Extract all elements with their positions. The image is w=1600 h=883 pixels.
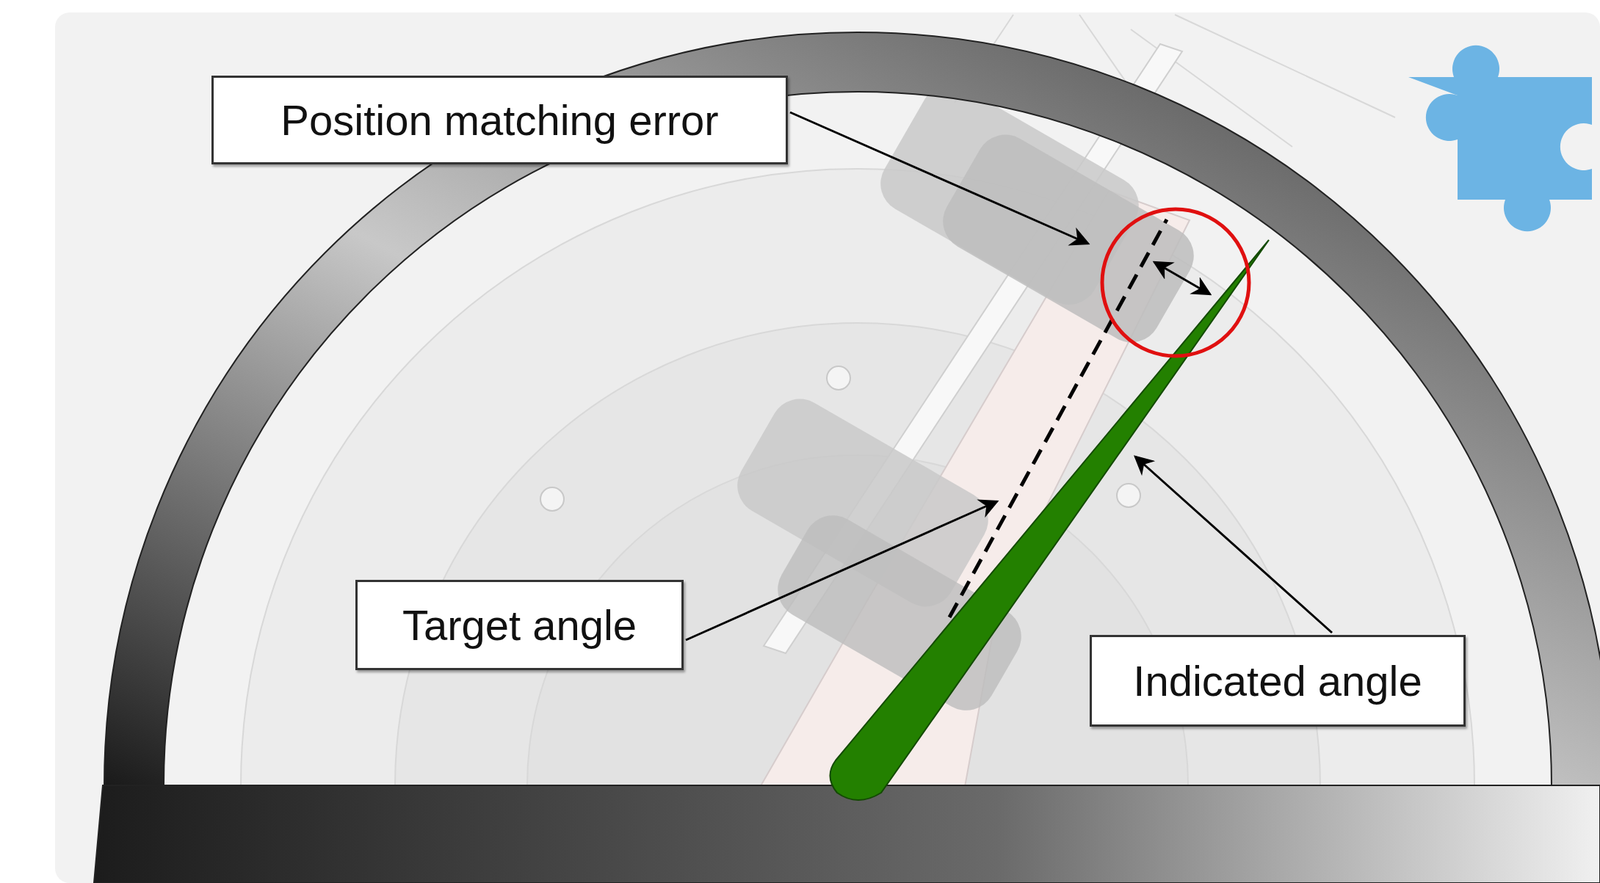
protractor-base [93,785,1600,883]
error-arrow [1154,262,1211,295]
error-circle [1102,209,1250,357]
leader-line [1135,456,1332,633]
protractor-rim [104,32,1600,786]
forearm [704,44,1205,883]
puzzle-icon [1408,45,1592,232]
leader-line [685,501,998,641]
label-box: Position matching error [211,75,788,165]
label-box: Indicated angle [1089,635,1466,727]
label-box: Target angle [355,580,684,671]
label-text: Indicated angle [1132,657,1422,705]
label-text: Target angle [402,602,637,650]
label-text: Position matching error [280,96,719,144]
leader-line [790,112,1089,244]
